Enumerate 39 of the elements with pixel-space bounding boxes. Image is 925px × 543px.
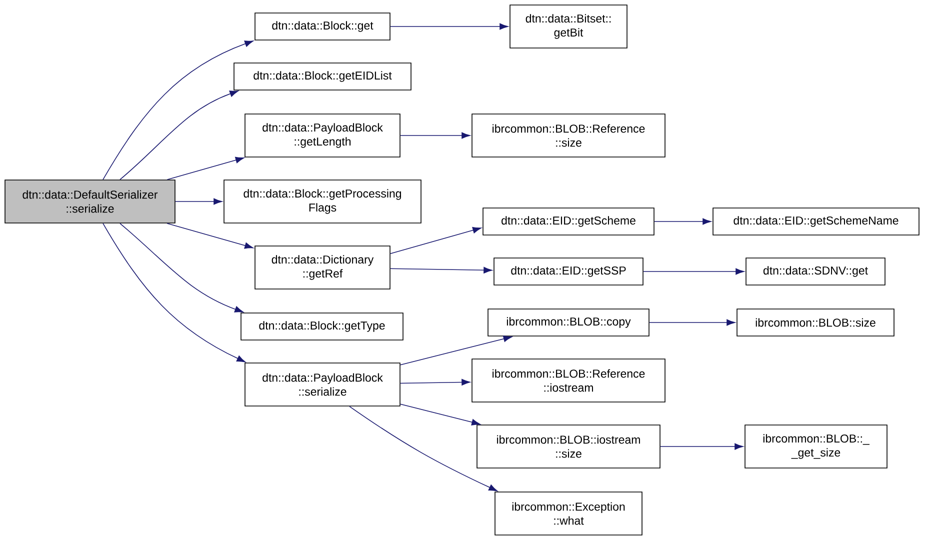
function-box: dtn::data::Bitset:: getBit [510,4,628,48]
function-box: ibrcommon::BLOB::iostream ::size [476,424,660,468]
arrow [120,223,244,312]
function-box: dtn::data::PayloadBlock ::getLength [244,114,400,158]
function-box: ibrcommon::BLOB::copy [488,308,650,336]
function-box: dtn::data::SDNV::get [746,258,886,286]
arrow [349,406,498,492]
arrow [390,227,482,254]
arrow [390,23,508,30]
arrow [175,198,222,205]
function-box: dtn::data::Block::getEIDList [234,62,412,90]
arrow [102,40,254,180]
function-box: dtn::data::Block::get [254,12,390,40]
arrow [649,319,736,326]
function-box: ibrcommon::Exception ::what [494,492,642,536]
function-box: ibrcommon::BLOB::_ _get_size [744,424,888,468]
function-box: dtn::data::Dictionary ::getRef [254,246,390,290]
function-box: dtn::data::EID::getSchemeName [712,208,920,236]
arrow [654,218,712,225]
function-box: dtn::data::EID::getSSP [494,258,644,286]
function-box: dtn::data::Block::getType [240,312,404,340]
arrow [400,336,512,366]
function-box: ibrcommon::BLOB::Reference ::iostream [472,358,666,402]
arrow [102,223,246,362]
arrow [166,223,254,249]
arrow [400,379,470,386]
arrow [660,443,744,450]
arrow [390,266,492,274]
arrow [400,132,470,139]
function-box: dtn::data::PayloadBlock ::serialize [244,362,400,406]
function-box: ibrcommon::BLOB::size [736,308,894,336]
arrow [120,90,238,180]
function-box: ibrcommon::BLOB::Reference ::size [472,114,666,158]
function-box: dtn::data::DefaultSerializer ::serialize [4,180,176,224]
arrow [643,268,744,275]
function-box: dtn::data::EID::getScheme [482,208,654,236]
function-box: dtn::data::Block::getProcessing Flags [224,180,422,224]
arrow [400,404,480,426]
arrow [166,156,244,180]
